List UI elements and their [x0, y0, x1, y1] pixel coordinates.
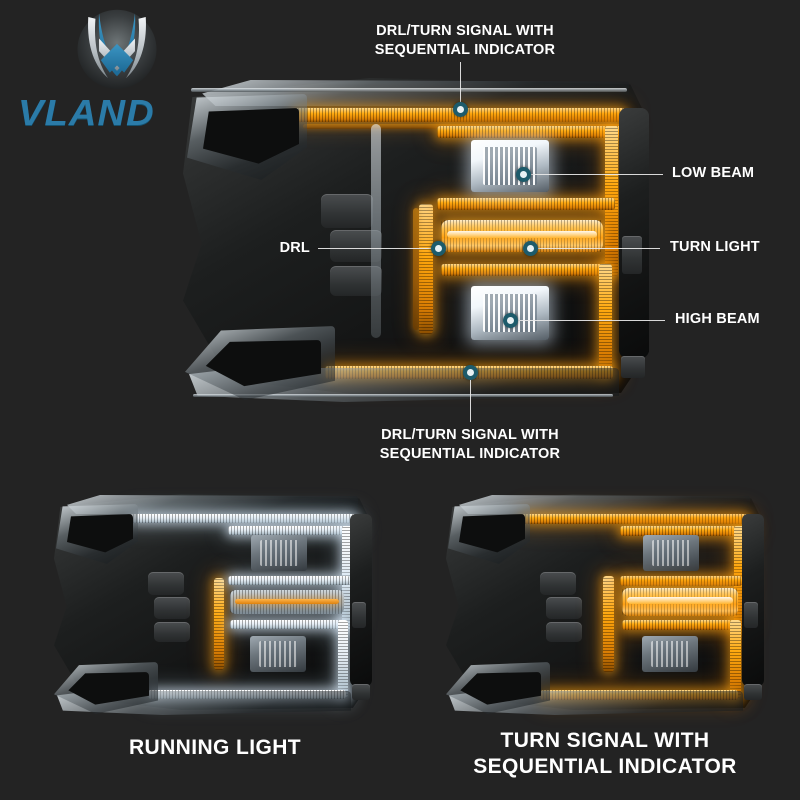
rl-connector: [352, 602, 366, 628]
ts-low-beam-projector: [643, 535, 699, 571]
led-sequential-column-edge: [413, 208, 419, 330]
leader-drl: [318, 248, 438, 249]
main-headlight-illustration: [175, 68, 655, 408]
ts-mount-bracket-right: [744, 684, 762, 700]
marker-drl: [431, 241, 446, 256]
rl-led-sequential-column: [214, 578, 224, 670]
ts-right-housing-column: [742, 514, 764, 686]
led-lower-ring-top: [441, 264, 609, 276]
leader-high-beam: [510, 320, 665, 321]
lower-chrome-trim: [193, 394, 613, 397]
ts-led-lower-ring-top: [622, 620, 738, 630]
marker-high-beam: [503, 313, 518, 328]
marker-drl-turn-bottom: [463, 365, 478, 380]
leader-drl-turn-top: [460, 62, 461, 108]
ts-led-upper-ring-bottom: [620, 576, 742, 586]
rl-led-top-bar: [130, 514, 356, 523]
vland-wordmark: VLAND: [18, 92, 155, 133]
right-housing-column: [619, 108, 649, 358]
low-beam-projector: [471, 140, 549, 192]
rl-high-beam-projector: [250, 636, 306, 672]
upper-chrome-trim: [191, 88, 627, 92]
mount-bracket-right: [621, 356, 645, 378]
rl-turn-bar-amber-line: [235, 599, 339, 604]
vland-logo: VLAND: [10, 8, 210, 133]
led-upper-ring-top: [437, 126, 627, 138]
led-turn-light-core: [447, 231, 597, 238]
ts-led-top-bar: [522, 514, 748, 524]
caption-running-light: RUNNING LIGHT: [128, 736, 302, 759]
ts-led-lower-ring-right: [730, 620, 741, 698]
rl-led-upper-ring-top: [228, 526, 358, 535]
led-sequential-column: [419, 204, 433, 334]
marker-low-beam: [516, 167, 531, 182]
callout-drl: DRL: [279, 240, 310, 256]
running-light-headlight: [48, 486, 378, 718]
callout-turn-light: TURN LIGHT: [670, 239, 760, 255]
caption-turn-signal: TURN SIGNAL WITH SEQUENTIAL INDICATOR: [473, 729, 737, 778]
vland-emblem-icon: [77, 9, 157, 89]
ts-high-beam-projector: [642, 636, 698, 672]
callout-drl-turn-bottom: DRL/TURN SIGNAL WITH SEQUENTIAL INDICATO…: [379, 427, 561, 462]
callout-high-beam: HIGH BEAM: [675, 311, 760, 327]
marker-drl-turn-top: [453, 102, 468, 117]
ts-mount-tab-middle: [546, 597, 582, 619]
callout-low-beam: LOW BEAM: [672, 165, 755, 181]
leader-drl-turn-bottom: [470, 380, 471, 422]
headlight-connector: [622, 236, 642, 274]
ts-upper-lens: [459, 495, 750, 514]
rl-right-housing-column: [350, 514, 372, 686]
callout-drl-turn-top: DRL/TURN SIGNAL WITH SEQUENTIAL INDICATO…: [374, 23, 556, 58]
c-guide-vertical: [371, 124, 381, 338]
rl-mount-tab-middle: [154, 597, 190, 619]
rl-mount-bracket-right: [352, 684, 370, 700]
led-upper-ring-bottom: [437, 198, 615, 210]
leader-low-beam: [523, 174, 663, 175]
rl-mount-tab-lower: [154, 622, 190, 642]
rl-low-beam-projector: [251, 535, 307, 571]
ts-turn-bar-core: [627, 597, 733, 604]
turn-signal-headlight: [440, 486, 770, 718]
ts-connector: [744, 602, 758, 628]
ts-mount-tab-upper: [540, 572, 576, 595]
marker-turn-light: [523, 241, 538, 256]
rl-upper-lens: [67, 495, 358, 514]
ts-mount-tab-lower: [546, 622, 582, 642]
ts-led-sequential-column: [603, 576, 614, 672]
rl-led-upper-ring-bottom: [228, 576, 350, 585]
leader-turn-light: [530, 248, 660, 249]
rl-led-lower-ring-right: [338, 620, 348, 698]
rl-led-lower-ring-top: [230, 620, 346, 629]
rl-mount-tab-upper: [148, 572, 184, 595]
mount-tab-upper: [321, 194, 373, 228]
